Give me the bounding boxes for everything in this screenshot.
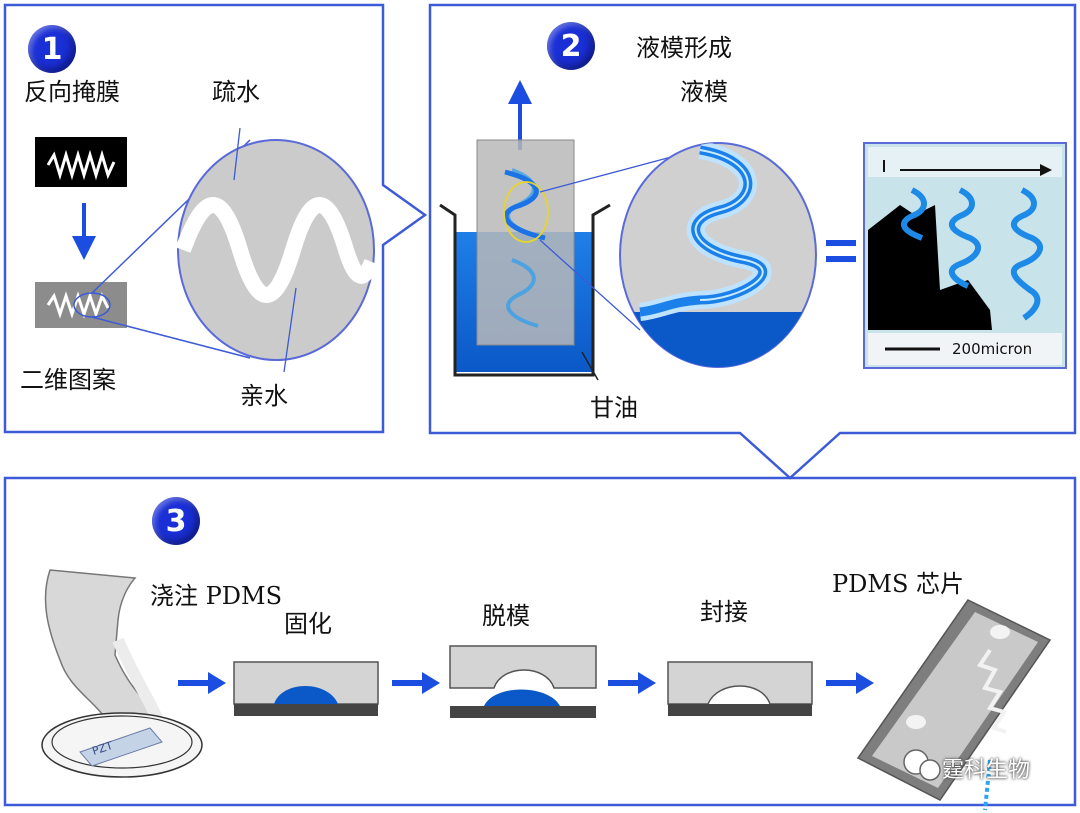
step-2-badge: 2 — [547, 22, 595, 70]
step-1-badge: 1 — [28, 25, 76, 73]
pdms-chip — [856, 599, 1052, 811]
pdms-chip-label: PDMS 芯片 — [832, 570, 965, 598]
petri-dish — [41, 712, 203, 778]
beaker — [439, 139, 611, 381]
equals-sign — [826, 240, 856, 262]
watermark-icon — [903, 749, 941, 781]
demold-block — [449, 645, 597, 718]
micrograph — [863, 142, 1067, 369]
zoom-lines-2 — [539, 151, 691, 331]
glycerol-label: 甘油 — [590, 394, 638, 422]
liquid-mold-label: 液模 — [680, 78, 728, 106]
panel-2-frame — [428, 3, 1077, 480]
pattern-2d-plate — [35, 282, 127, 328]
pour-pdms-label: 浇注 PDMS — [150, 582, 283, 610]
bond-label: 封接 — [700, 598, 748, 626]
arrow-right-4 — [826, 672, 874, 694]
step-3-badge: 3 — [152, 497, 200, 545]
reverse-mask-label: 反向掩膜 — [24, 78, 120, 106]
bond-block — [667, 661, 813, 716]
pattern-2d-label: 二维图案 — [20, 366, 116, 394]
process-arrows — [178, 672, 874, 694]
hydrophilic-label: 亲水 — [240, 382, 288, 410]
pouring-cup — [44, 569, 166, 728]
arrow-right-3 — [608, 672, 656, 694]
zoom-circle-1 — [175, 127, 380, 373]
arrow-right-2 — [392, 672, 440, 694]
panel-3-frame — [3, 476, 1077, 807]
reverse-mask — [35, 137, 127, 187]
scale-bar-label: 200micron — [952, 340, 1033, 358]
cure-block — [233, 661, 379, 716]
watermark-text: 霆科生物 — [942, 758, 1031, 783]
zoom-circle-2 — [619, 142, 817, 368]
panel-1-frame — [3, 3, 428, 434]
hydrophobic-label: 疏水 — [212, 78, 260, 106]
arrow-right-1 — [178, 672, 226, 694]
mold-formation-title: 液模形成 — [636, 34, 732, 62]
demold-label: 脱模 — [482, 602, 530, 630]
cure-label: 固化 — [284, 610, 332, 638]
